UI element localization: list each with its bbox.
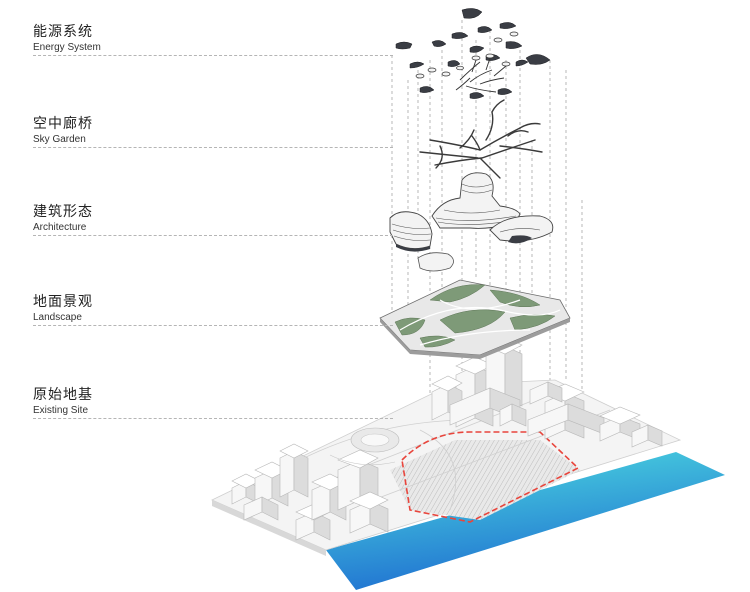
energy-system-layer <box>395 8 551 99</box>
project-boundary <box>401 431 580 523</box>
layer-divider <box>33 55 393 56</box>
layer-title-en: Landscape <box>33 312 82 323</box>
layer-title-en: Architecture <box>33 222 87 233</box>
hatched-plaza <box>390 440 580 520</box>
architecture-layer <box>389 172 554 272</box>
landscape-layer <box>379 279 571 359</box>
landscape-green-patches <box>394 284 556 348</box>
energy-panels <box>395 8 551 99</box>
site-edge <box>212 500 326 556</box>
layer-divider <box>33 147 393 148</box>
layer-title-zh: 建筑形态 <box>33 204 93 220</box>
layer-title-zh: 空中廊桥 <box>33 116 93 132</box>
layer-title-zh: 地面景观 <box>33 294 93 310</box>
layer-title-en: Sky Garden <box>33 134 86 145</box>
building-cluster-right <box>431 336 663 448</box>
layer-label-energy-system: 能源系统 Energy System <box>33 24 393 56</box>
building-cluster-left <box>231 443 389 541</box>
sky-garden-layer <box>419 99 543 179</box>
left-tower <box>389 211 433 252</box>
layer-label-architecture: 建筑形态 Architecture <box>33 204 393 236</box>
layer-label-landscape: 地面景观 Landscape <box>33 294 393 326</box>
layer-title-en: Energy System <box>33 42 101 53</box>
podium-pebble <box>417 252 454 272</box>
right-pebble-building <box>489 215 554 244</box>
energy-trees <box>455 57 507 93</box>
landscape-paths <box>399 299 561 346</box>
layer-divider <box>33 325 393 326</box>
layer-title-zh: 原始地基 <box>33 387 93 403</box>
water-body <box>326 452 725 590</box>
layer-divider <box>33 235 393 236</box>
layer-title-zh: 能源系统 <box>33 24 93 40</box>
circular-plaza <box>329 427 400 466</box>
layer-label-sky-garden: 空中廊桥 Sky Garden <box>33 116 393 148</box>
energy-tree-caps <box>415 31 519 79</box>
layer-divider <box>33 418 393 419</box>
layer-label-existing-site: 原始地基 Existing Site <box>33 387 393 419</box>
existing-site-layer <box>211 336 725 590</box>
layer-title-en: Existing Site <box>33 405 89 416</box>
